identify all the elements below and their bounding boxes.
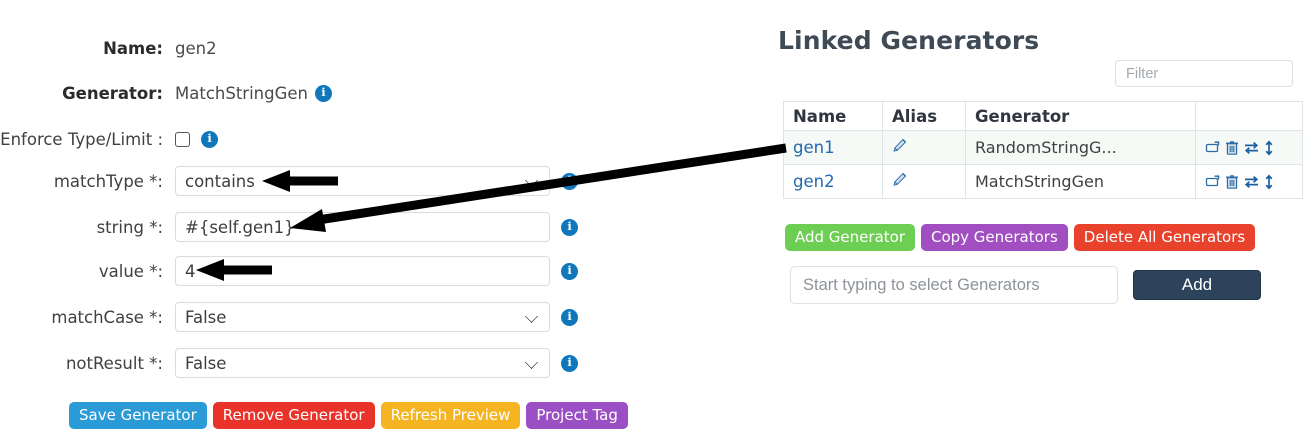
copy-generators-button[interactable]: Copy Generators	[920, 224, 1068, 251]
field-row-value: value *: i	[0, 256, 620, 286]
save-generator-button[interactable]: Save Generator	[69, 402, 207, 429]
row-action-group	[1205, 174, 1293, 190]
notresult-control: False i	[175, 348, 578, 378]
name-text: gen2	[175, 38, 217, 58]
label-matchcase: matchCase *:	[51, 307, 163, 327]
trash-icon[interactable]	[1225, 174, 1239, 190]
panel-button-row: Add Generator Copy Generators Delete All…	[785, 224, 1256, 251]
matchcase-control: False i	[175, 302, 578, 332]
value-control: i	[175, 256, 578, 286]
field-row-matchcase: matchCase *: False i	[0, 302, 620, 332]
info-icon-value[interactable]: i	[561, 262, 578, 280]
label-value: value *:	[98, 261, 163, 281]
field-row-matchtype: matchType *: contains i	[0, 166, 620, 196]
linked-generators-panel: Linked Generators Name Alias Generator g…	[775, 0, 1315, 433]
column-header-name: Name	[783, 101, 883, 131]
duplicate-icon[interactable]	[1205, 140, 1221, 156]
info-icon-generator[interactable]: i	[314, 84, 332, 102]
field-row-enforce-type-limit: Enforce Type/Limit : i	[0, 124, 620, 154]
generator-typeahead-input[interactable]	[790, 266, 1118, 304]
project-tag-button[interactable]: Project Tag	[526, 402, 628, 429]
remove-generator-button[interactable]: Remove Generator	[212, 402, 375, 429]
label-string: string *:	[96, 217, 163, 237]
cell-actions	[1195, 130, 1303, 165]
cell-name: gen1	[783, 130, 883, 165]
generator-text: MatchStringGen	[175, 83, 308, 103]
duplicate-icon[interactable]	[1205, 174, 1221, 190]
label-matchtype: matchType *:	[53, 171, 163, 191]
move-icon[interactable]	[1264, 174, 1274, 190]
filter-input[interactable]	[1115, 60, 1293, 87]
move-icon[interactable]	[1264, 140, 1274, 156]
cell-name: gen2	[783, 164, 883, 199]
cell-alias	[882, 164, 966, 199]
swap-icon[interactable]	[1243, 140, 1260, 156]
info-icon-notresult[interactable]: i	[561, 354, 578, 372]
label-generator: Generator:	[62, 83, 163, 103]
label-name: Name:	[103, 38, 163, 58]
notresult-select[interactable]: False	[175, 348, 550, 378]
field-row-notresult: notResult *: False i	[0, 348, 620, 378]
info-icon-string[interactable]: i	[561, 218, 578, 236]
matchtype-control: contains i	[175, 166, 578, 196]
column-header-alias: Alias	[882, 101, 966, 131]
value-input[interactable]	[175, 256, 550, 286]
matchtype-select[interactable]: contains	[175, 166, 550, 196]
add-button[interactable]: Add	[1133, 270, 1261, 300]
add-generator-button[interactable]: Add Generator	[785, 224, 915, 251]
info-icon-enforce-type-limit[interactable]: i	[201, 130, 218, 148]
enforce-type-limit-control: i	[175, 130, 218, 148]
swap-icon[interactable]	[1243, 174, 1260, 190]
filter-wrapper	[1115, 60, 1293, 87]
label-enforce-type-limit: Enforce Type/Limit :	[0, 129, 163, 149]
field-row-generator: Generator: MatchStringGen i	[0, 78, 620, 108]
label-notresult: notResult *:	[65, 353, 163, 373]
matchcase-select[interactable]: False	[175, 302, 550, 332]
table-row[interactable]: gen1 RandomStringG...	[783, 130, 1303, 165]
column-header-generator: Generator	[965, 101, 1196, 131]
panel-title: Linked Generators	[778, 26, 1040, 55]
cell-alias	[882, 130, 966, 165]
info-icon-matchcase[interactable]: i	[561, 308, 578, 326]
generator-form: Name: gen2 Generator: MatchStringGen i E…	[0, 0, 628, 433]
form-button-row: Save Generator Remove Generator Refresh …	[69, 402, 628, 429]
column-header-actions	[1195, 101, 1303, 131]
delete-all-generators-button[interactable]: Delete All Generators	[1073, 224, 1256, 251]
row-action-group	[1205, 140, 1293, 156]
table-row[interactable]: gen2 MatchStringGen	[783, 164, 1303, 199]
pencil-icon[interactable]	[892, 138, 907, 153]
info-icon-matchtype[interactable]: i	[561, 172, 578, 190]
value-name: gen2	[175, 39, 217, 58]
field-row-name: Name: gen2	[0, 33, 620, 63]
cell-actions	[1195, 164, 1303, 199]
field-row-string: string *: i	[0, 212, 620, 242]
string-input[interactable]	[175, 212, 550, 242]
trash-icon[interactable]	[1225, 140, 1239, 156]
generator-link-gen1[interactable]: gen1	[793, 138, 835, 157]
refresh-preview-button[interactable]: Refresh Preview	[380, 402, 521, 429]
pencil-icon[interactable]	[892, 172, 907, 187]
generator-link-gen2[interactable]: gen2	[793, 172, 835, 191]
value-generator: MatchStringGen i	[175, 84, 332, 103]
cell-generator: MatchStringGen	[965, 164, 1196, 199]
enforce-type-limit-checkbox[interactable]	[175, 131, 190, 147]
linked-generators-table: Name Alias Generator gen1	[783, 101, 1303, 199]
string-control: i	[175, 212, 578, 242]
table-header-row: Name Alias Generator	[783, 101, 1303, 131]
cell-generator: RandomStringG...	[965, 130, 1196, 165]
